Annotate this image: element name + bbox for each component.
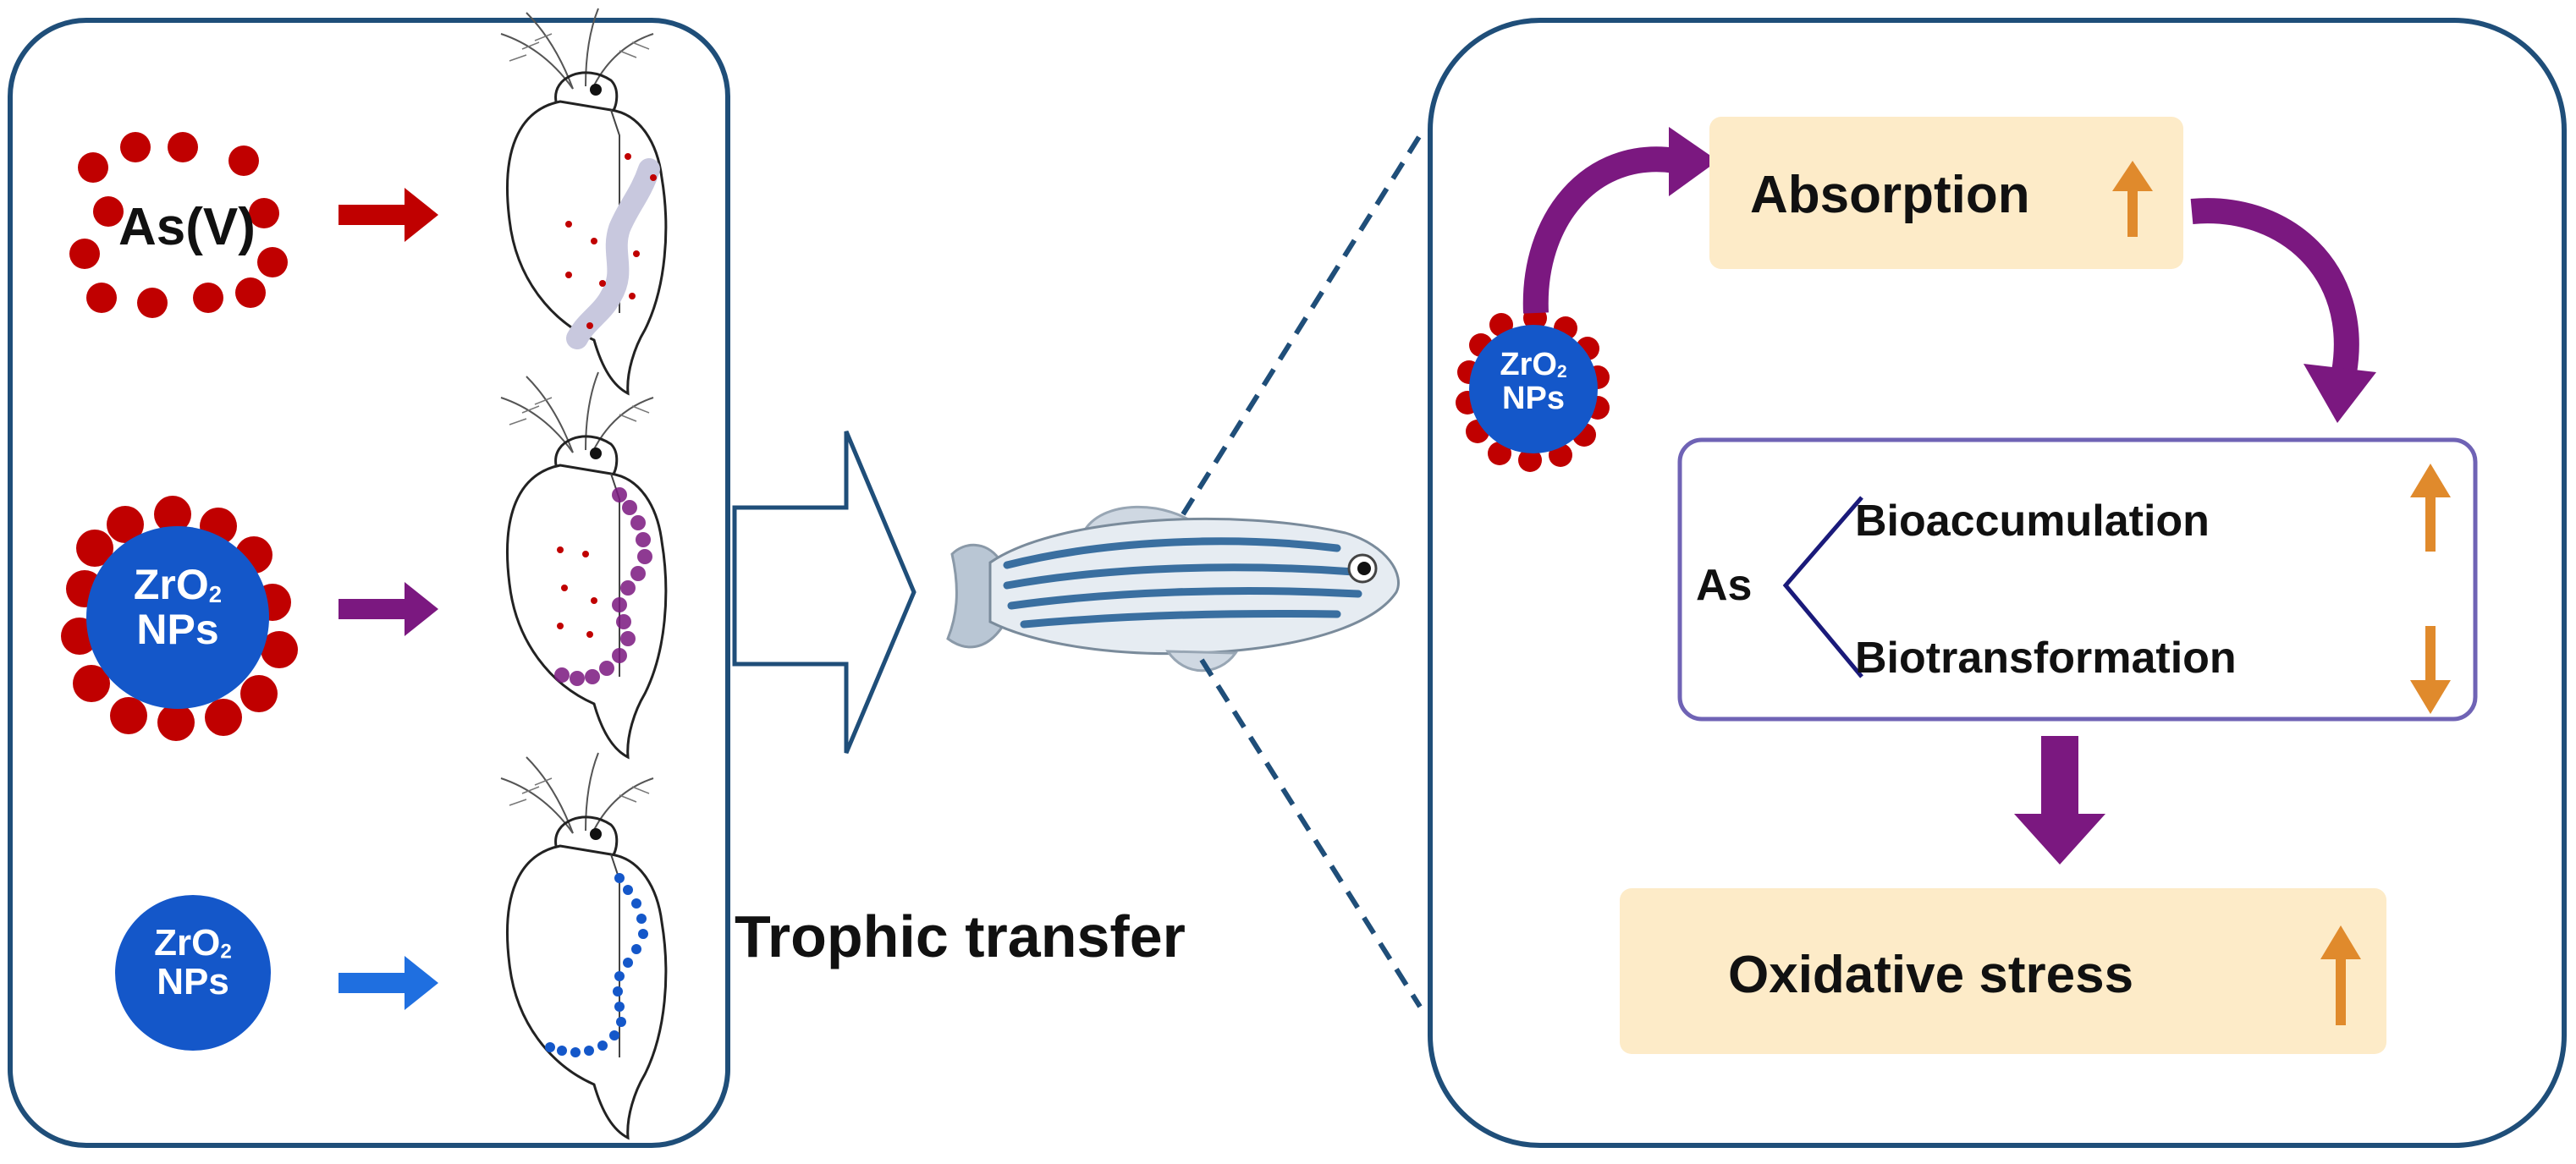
zro2-nps-label-row3: ZrO2 NPs <box>125 922 261 1003</box>
curved-arrow-to-mechanisms <box>2190 198 2376 423</box>
zro2-nps-label-right: ZrO2 NPs <box>1474 347 1593 416</box>
arsenate-label: As(V) <box>118 198 256 256</box>
nps-label-row3: NPs <box>157 961 229 1003</box>
zro2-sub-row3: 2 <box>220 940 232 964</box>
arsenate-particle-ring <box>69 132 288 318</box>
bioaccumulation-label: Bioaccumulation <box>1855 497 2210 546</box>
trophic-transfer-caption: Trophic transfer <box>735 903 1186 969</box>
zro2-sub-right: 2 <box>1556 362 1567 382</box>
purple-down-arrow-icon <box>2014 736 2105 865</box>
red-arrow-icon <box>339 188 438 242</box>
daphnia-icon <box>499 7 668 395</box>
zro2-arsenic-particle-right <box>1456 306 1610 472</box>
zro2-main-row2: ZrO <box>133 561 209 608</box>
daphnia-icon-row3 <box>499 751 668 1139</box>
zebrafish-icon <box>946 505 1400 673</box>
blue-arrow-icon <box>339 956 438 1010</box>
purple-arrow-icon <box>339 582 438 636</box>
nps-label-row2: NPs <box>136 606 219 653</box>
mechanism-box <box>1677 437 2478 722</box>
right-panel-frame <box>1428 18 2567 1148</box>
oxidative-stress-box <box>1620 888 2386 1054</box>
zro2-main-row3: ZrO <box>154 922 221 964</box>
oxidative-stress-up-arrow-icon <box>2320 925 2361 1025</box>
absorption-up-arrow-icon <box>2112 161 2153 237</box>
branch-bracket <box>1782 496 1863 678</box>
biotransformation-down-arrow-icon <box>2410 626 2451 714</box>
trophic-transfer-arrow <box>732 431 916 754</box>
zoom-line-top <box>1181 134 1423 516</box>
daphnia-icon-row2 <box>499 371 668 759</box>
zro2-sub-row2: 2 <box>208 581 223 608</box>
arsenic-label: As <box>1696 561 1753 610</box>
zoom-line-bottom <box>1199 658 1423 1008</box>
oxidative-stress-label: Oxidative stress <box>1728 946 2134 1004</box>
zro2-main-right: ZrO <box>1500 347 1557 382</box>
zro2-nps-label-row2: ZrO2 NPs <box>102 563 254 652</box>
zro2-arsenic-complex-particle <box>61 496 298 741</box>
nps-label-right: NPs <box>1502 380 1565 416</box>
bioaccumulation-up-arrow-icon <box>2410 464 2451 552</box>
absorption-box <box>1709 117 2183 269</box>
left-panel-frame <box>8 18 730 1148</box>
biotransformation-label: Biotransformation <box>1855 634 2237 683</box>
zro2-nanoparticle <box>115 895 271 1051</box>
absorption-label: Absorption <box>1750 166 2030 224</box>
curved-arrow-to-absorption <box>1522 127 1718 314</box>
